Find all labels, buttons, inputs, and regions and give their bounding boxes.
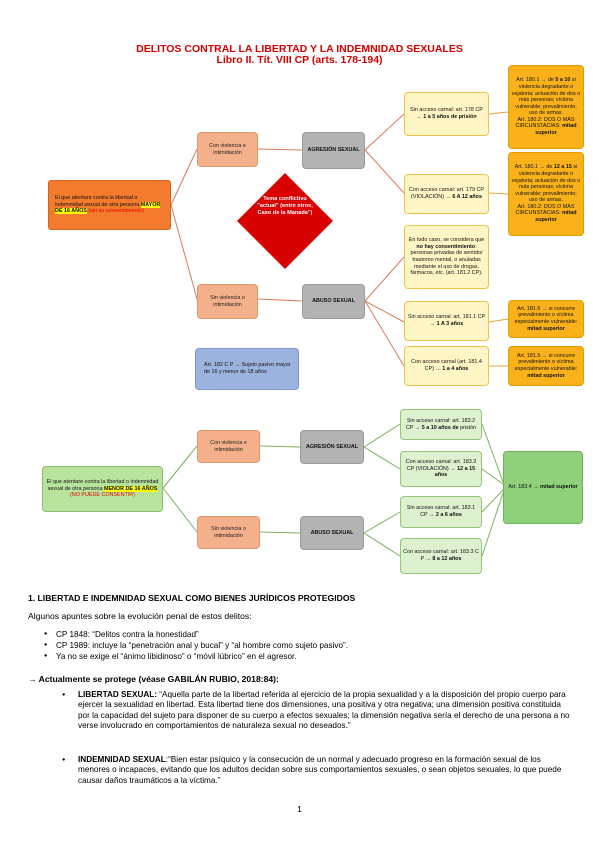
- g1-bold: 5 a 10: [555, 77, 571, 84]
- art-183-4-box: Art. 183.4 → mitad superior: [503, 451, 583, 524]
- y4-pre: Sin acceso carnal: art. 181.1 CP →: [407, 314, 486, 327]
- bullet-dot: ●: [62, 692, 66, 698]
- diagram-connectors: [162, 111, 509, 557]
- g3-bold: mitad superior: [527, 325, 565, 332]
- sin-violencia-box-2: Sin violencia o intimidación: [197, 516, 260, 549]
- art-183-2-box: Sin acceso carnal: art. 183.2 CP → 5 a 1…: [400, 409, 482, 440]
- art-180-box-2: Art. 180.1 → de 12 a 15 si violencia deg…: [508, 152, 584, 236]
- g2-pre2: Art. 180.2: DOS O MÁS CIRCUNSTACIAS:: [515, 203, 575, 217]
- libertad-text: “Aquella parte de la libertad referida a…: [78, 690, 570, 731]
- document-title: DELITOS CONTRAL LA LIBERTAD Y LA INDEMNI…: [136, 43, 463, 55]
- agresion-sexual-box: AGRESIÓN SEXUAL: [302, 132, 365, 169]
- con-violencia-box-2: Con violencia e intimidación: [197, 430, 260, 463]
- agresion-sexual-box-2: AGRESIÓN SEXUAL: [300, 430, 364, 464]
- lg2-pre: Con acceso carnal: art. 183.3 CP (VIOLAC…: [405, 459, 477, 472]
- abuso-sexual-box-2: ABUSO SEXUAL: [300, 516, 364, 550]
- lg4-pre: Con acceso carnal: art. 183.3 C P →: [403, 549, 479, 562]
- lg1-bold: 5 a 10 años de: [421, 424, 459, 431]
- root-menor-highlight: MENOR DE 16 AÑOS: [103, 485, 158, 492]
- g1-bold2: mitad superior: [535, 123, 577, 137]
- evolution-list: CP 1848: “Delitos contra la honestidad” …: [44, 629, 348, 662]
- root-mayor-text: El que atentare contra la libertad o ind…: [55, 195, 140, 208]
- lg1-rest: prisión: [460, 424, 477, 431]
- con-acceso-181-4-box: Con acceso carnal (art. 181.4 CP) → 1 a …: [404, 346, 489, 386]
- g3-pre: Art. 181.5 → si concurre prevalimiento o…: [514, 305, 578, 325]
- indemnidad-text: :“Bien estar psíquico y la consecución d…: [78, 755, 562, 785]
- y2-pre: Con acceso carnal: art. 179 CP (VIOLACIÓ…: [409, 187, 484, 200]
- section-intro: Algunos apuntes sobre la evolución penal…: [28, 611, 252, 621]
- con-violencia-box: Con violencia e intimidación: [197, 132, 258, 167]
- root-menor-text: El que atentare contra la libertad o ind…: [46, 479, 159, 492]
- g2-pre: Art. 180.1 → de: [514, 164, 553, 171]
- libertad-label: LIBERTAD SEXUAL:: [78, 690, 157, 699]
- list-item: Ya no se exige el “ánimo libidinoso” o “…: [44, 651, 348, 662]
- y5-pre: Con acceso carnal (art. 181.4 CP) →: [411, 359, 482, 372]
- root-mayor-red: (sin su consentimiento): [88, 208, 144, 215]
- root-mayor-16: El que atentare contra la libertad o ind…: [48, 180, 171, 230]
- g4-bold: mitad superior: [527, 372, 565, 379]
- g1-pre: Art. 180.1 → de: [516, 77, 554, 84]
- lg3-pre: Sin acceso carnal: art. 183.1 CP →: [406, 505, 476, 518]
- sin-acceso-181-box: Sin acceso carnal: art. 181.1 CP → 1 A 3…: [404, 301, 489, 341]
- g1-pre2: Art. 180.2: DOS O MÁS CIRCUNSTACIAS:: [515, 116, 575, 130]
- lg2-bold: 12 a 15 años: [434, 465, 476, 479]
- lg4-bold: 8 a 12 años: [432, 556, 462, 562]
- libertad-definition: LIBERTAD SEXUAL: “Aquella parte de la li…: [78, 690, 573, 732]
- y1-pre: Sin acceso carnal: art. 178 CP →: [410, 107, 483, 120]
- g2-bold2: mitad superior: [535, 210, 577, 224]
- page-number: 1: [297, 804, 302, 814]
- art1834-pre: Art. 183.4 →: [508, 484, 539, 491]
- g1-rest: si violencia degradante o vejatoria; act…: [511, 77, 581, 117]
- y3-c: : personas privadas de sentido/ trastorn…: [410, 243, 483, 277]
- art-181-5-box-1: Art. 181.5 → si concurre prevalimiento o…: [508, 300, 584, 338]
- y4-bold: 1 A 3 años: [436, 321, 464, 327]
- sin-acceso-178-box: Sin acceso carnal: art. 178 CP → 1 a 5 a…: [404, 92, 489, 136]
- art-183-3-box-2: Con acceso carnal: art. 183.3 C P → 8 a …: [400, 538, 482, 574]
- root-menor-red: (NO PUEDE CONSENTIR): [70, 492, 135, 499]
- art-181-5-box-2: Art. 181.5 → si concurre prevalimiento o…: [508, 346, 584, 386]
- document-subtitle: Libro II. Tít. VIII CP (arts. 178-194): [216, 54, 383, 66]
- diamond-label: Tema conflictivo "actual" (entre otros, …: [257, 196, 313, 216]
- abuso-sexual-box: ABUSO SEXUAL: [302, 284, 365, 319]
- sin-violencia-box: Sin violencia o intimidación: [197, 284, 258, 319]
- indemnidad-definition: INDEMNIDAD SEXUAL:“Bien estar psíquico y…: [78, 755, 573, 786]
- y5-bold: 1 a 4 años: [442, 366, 469, 372]
- y1-bold: 1 a 5 años de prisión: [423, 114, 477, 120]
- list-item: CP 1848: “Delitos contra la honestidad”: [44, 629, 348, 640]
- g2-bold: 12 a 15: [553, 164, 572, 171]
- root-menor-16: El que atentare contra la libertad o ind…: [42, 466, 163, 512]
- y2-bold: 6 A 12 años: [452, 194, 482, 200]
- art-180-box-1: Art. 180.1 → de 5 a 10 si violencia degr…: [508, 65, 584, 149]
- indemnidad-label: INDEMNIDAD SEXUAL: [78, 755, 166, 764]
- art-183-1-box: Sin acceso carnal: art. 183.1 CP → 2 a 6…: [400, 496, 482, 528]
- art-182-box: Art. 182 C P → Sujeto pasivo mayor de 16…: [195, 348, 299, 390]
- art-183-3-box: Con acceso carnal: art. 183.3 CP (VIOLAC…: [400, 451, 482, 487]
- diamond-shape: [237, 173, 333, 269]
- art1834-bold: mitad superior: [540, 484, 578, 491]
- lg1-pre: Sin acceso carnal: art. 183.2 CP →: [405, 417, 476, 431]
- bullet-dot: ●: [62, 757, 66, 763]
- con-acceso-179-box: Con acceso carnal: art. 179 CP (VIOLACIÓ…: [404, 174, 489, 214]
- actual-heading: → Actualmente se protege (véase GABILÁN …: [28, 674, 279, 684]
- y3-a: En todo caso, se considera que: [408, 237, 485, 244]
- g2-rest: si violencia degradante o vejatoria; act…: [511, 164, 581, 204]
- no-consentimiento-box: En todo caso, se considera que no hay co…: [404, 225, 489, 289]
- section-heading: 1. LIBERTAD E INDEMNIDAD SEXUAL COMO BIE…: [28, 593, 356, 603]
- y3-b: no hay consentimiento: [416, 243, 476, 250]
- list-item: CP 1989: incluye la “penetración anal y …: [44, 640, 348, 651]
- g4-pre: Art. 181.5 → si concurre prevalimiento o…: [514, 352, 578, 372]
- lg3-bold: 2 a 6 años: [435, 512, 462, 518]
